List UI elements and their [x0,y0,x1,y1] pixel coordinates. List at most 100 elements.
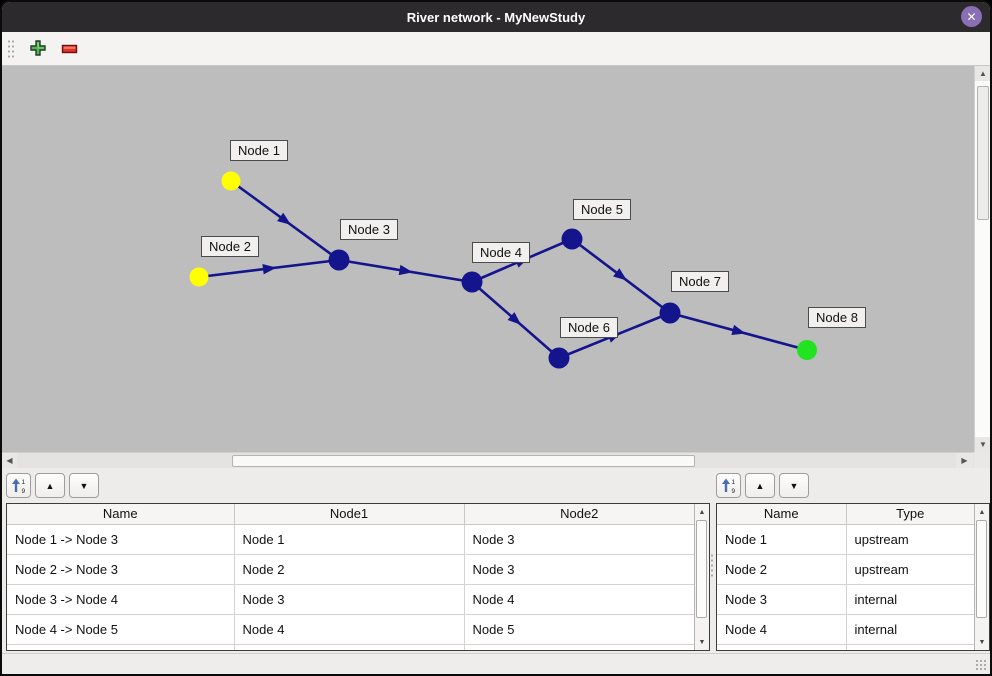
table-cell[interactable]: Node 1 -> Node 3 [7,523,235,555]
table-cell[interactable]: Node 2 [233,553,465,585]
reach-move-up-button[interactable]: ▲ [35,473,65,498]
node-marker-node-5[interactable] [561,228,583,250]
table-cell[interactable]: Node 1 [717,523,847,555]
add-node-button[interactable] [25,36,51,62]
scroll-up-button[interactable]: ▲ [975,66,990,81]
table-cell [233,643,465,650]
node-move-up-button[interactable]: ▲ [745,473,775,498]
svg-text:9: 9 [21,488,25,495]
resize-grip[interactable] [975,659,987,671]
move-up-icon: ▲ [45,480,55,491]
node-marker-node-4[interactable] [461,271,483,293]
node-marker-node-6[interactable] [548,347,570,369]
toolbar-drag-handle-icon[interactable] [7,38,15,59]
node-marker-node-3[interactable] [328,249,350,271]
main-toolbar [2,32,990,66]
node-marker-node-8[interactable] [797,340,817,360]
table-cell [717,643,847,650]
scroll-down-button[interactable]: ▼ [975,635,989,649]
arrow-down-icon: ▼ [979,440,987,449]
column-header[interactable]: Name [717,504,847,525]
remove-node-button[interactable] [57,36,83,62]
node-table-scrollbar: ▲ ▼ [974,504,989,650]
table-cell[interactable]: Node 2 [717,553,847,585]
arrow-up-icon: ▲ [698,508,706,516]
scroll-down-button[interactable]: ▼ [975,437,990,452]
table-cell[interactable]: Node 3 [463,553,694,585]
node-label: Node 5 [573,199,631,220]
node-label: Node 7 [671,271,729,292]
scroll-right-button[interactable]: ▶ [956,453,973,468]
node-marker-node-2[interactable] [189,267,209,287]
scroll-thumb[interactable] [696,520,707,618]
scroll-down-button[interactable]: ▼ [695,635,709,649]
window-title: River network - MyNewStudy [406,9,586,25]
table-cell[interactable]: internal [845,583,974,615]
vertical-scroll-thumb[interactable] [977,86,989,220]
table-cell[interactable]: Node 4 [463,583,694,615]
titlebar[interactable]: River network - MyNewStudy ✕ [2,2,990,32]
node-marker-node-7[interactable] [659,302,681,324]
statusbar [2,653,990,674]
scroll-up-button[interactable]: ▲ [975,505,989,519]
table-cell[interactable]: internal [845,613,974,645]
scroll-left-button[interactable]: ◀ [2,453,17,468]
table-cell [7,643,235,650]
reach-table-scrollbar: ▲ ▼ [694,504,709,650]
table-cell[interactable]: Node 3 [717,583,847,615]
table-cell[interactable]: Node 4 [233,613,465,645]
move-down-icon: ▼ [789,480,799,491]
svg-text:9: 9 [731,488,735,495]
sort-icon: 1 9 [721,478,735,495]
node-sort-button[interactable]: 1 9 [716,473,741,498]
table-cell [463,643,694,650]
plus-icon [30,40,46,56]
vertical-pane-splitter[interactable] [710,553,715,577]
scroll-up-button[interactable]: ▲ [695,505,709,519]
table-cell[interactable]: Node 4 [717,613,847,645]
table-cell[interactable]: Node 3 [233,583,465,615]
table-cell[interactable]: upstream [845,523,974,555]
arrow-right-icon: ▶ [961,456,968,465]
node-marker-node-1[interactable] [221,171,241,191]
arrow-up-icon: ▲ [979,69,987,78]
close-button[interactable]: ✕ [961,6,982,27]
table-cell[interactable]: Node 5 [463,613,694,645]
table-row-partial [717,643,974,650]
canvas-vertical-scrollbar: ▲ ▼ [974,66,990,452]
table-cell[interactable]: Node 2 -> Node 3 [7,553,235,585]
table-cell[interactable]: Node 1 [233,523,465,555]
svg-text:1: 1 [731,479,735,486]
horizontal-scroll-thumb[interactable] [232,455,695,467]
close-icon: ✕ [966,9,977,24]
flow-direction-arrow-icon [507,312,522,325]
scroll-thumb[interactable] [976,520,987,618]
table-cell[interactable]: Node 4 -> Node 5 [7,613,235,645]
column-header[interactable]: Name [7,504,235,525]
node-move-down-button[interactable]: ▼ [779,473,809,498]
reach-move-down-button[interactable]: ▼ [69,473,99,498]
table-cell[interactable]: Node 3 -> Node 4 [7,583,235,615]
node-label: Node 6 [560,317,618,338]
table-cell[interactable]: Node 3 [463,523,694,555]
column-header[interactable]: Type [845,504,974,525]
arrow-up-icon: ▲ [978,508,986,516]
reach-sort-button[interactable]: 1 9 [6,473,31,498]
column-header[interactable]: Node2 [463,504,694,525]
table-row-partial [7,643,694,650]
node-label: Node 4 [472,242,530,263]
column-header[interactable]: Node1 [233,504,465,525]
table-cell[interactable]: upstream [845,553,974,585]
flow-direction-arrow-icon [398,264,413,276]
